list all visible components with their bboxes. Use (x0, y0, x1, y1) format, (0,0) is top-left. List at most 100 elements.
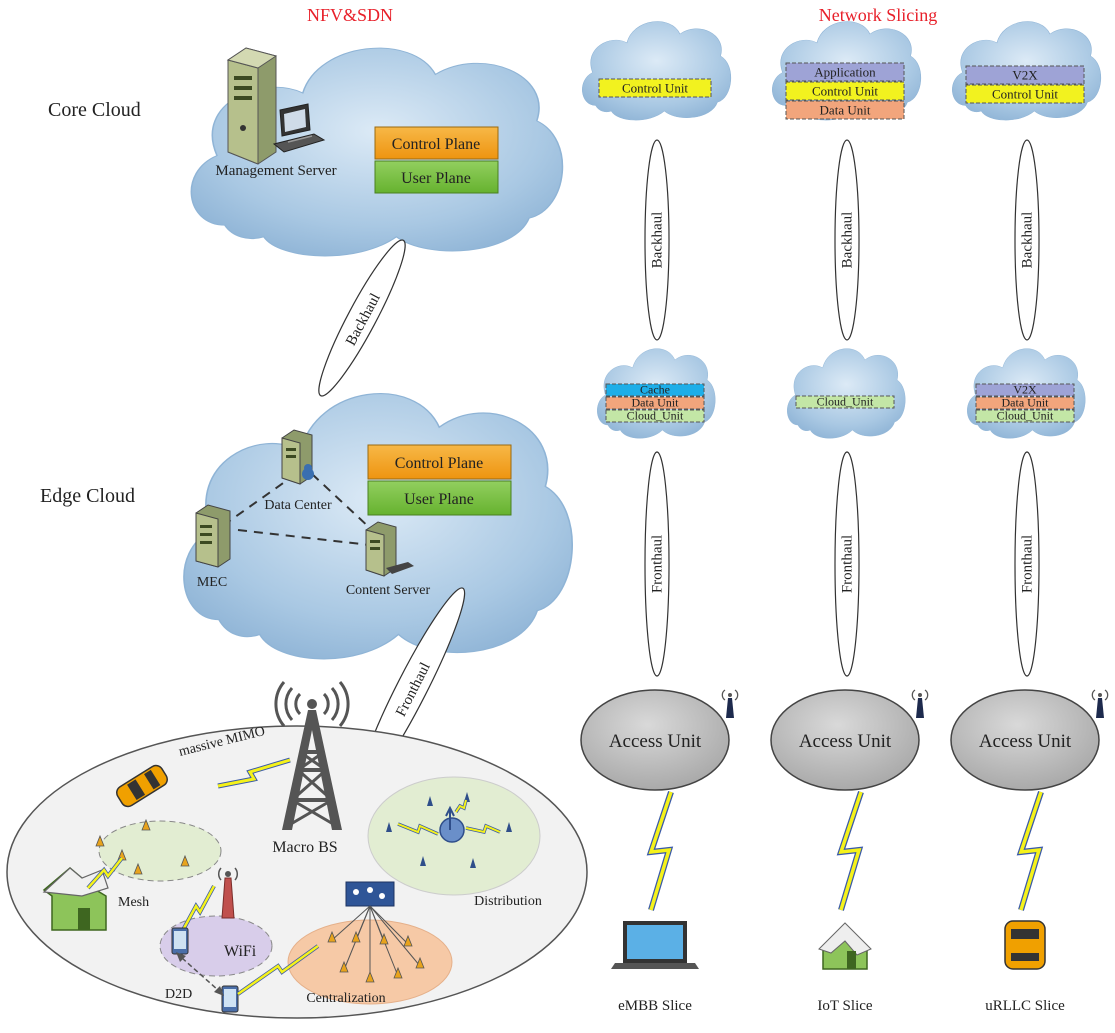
slice-1-access-unit-label: Access Unit (799, 731, 892, 752)
slice-1-access-antenna-icon (911, 689, 929, 718)
slice-0-top-unit-label-0: Control Unit (622, 81, 688, 96)
slice-0-edge-unit-box-2 (605, 409, 705, 423)
slice-1-house-icon-roof (818, 922, 872, 956)
slice-0-lightning-icon-fill (648, 791, 673, 911)
slice-1-access-antenna-icon-waves (911, 689, 929, 701)
content-server-icon (365, 521, 414, 577)
distribution-hub-icon (439, 805, 465, 843)
phone-icon-upper (171, 927, 189, 955)
slice-0-top-unit-box-0 (598, 78, 712, 98)
distribution-antennas (386, 792, 512, 868)
slice-1-top-unit-label-2: Data Unit (820, 103, 871, 118)
slice-2-top-unit-label-1: Control Unit (992, 87, 1058, 102)
slice-0-access-antenna-icon-mast (726, 698, 734, 718)
slice-2-car-icon-body (1004, 920, 1046, 970)
core-user-plane-label: User Plane (401, 170, 471, 187)
core-control-plane-box (374, 126, 499, 160)
slice-1-top-unit-box-1 (785, 81, 905, 101)
distribution-lightning-icons (397, 799, 501, 836)
slice-1-top-unit-label-0: Application (814, 65, 876, 80)
slice-2-fronthaul-link (1014, 451, 1040, 677)
slice-2-edge-unit-box-1 (975, 396, 1075, 410)
edge-control-plane-label: Control Plane (395, 455, 483, 472)
mesh-label: Mesh (118, 895, 149, 910)
slice-1-top-unit-box-0 (785, 62, 905, 82)
slice-2-edge-unit-box-0 (975, 383, 1075, 397)
core-cloud-label: Core Cloud (48, 99, 141, 121)
heading-network-slicing: Network Slicing (819, 5, 938, 25)
core-user-plane-box (374, 160, 499, 194)
car-icon (116, 764, 168, 808)
slice-0-top-cloud (582, 22, 730, 121)
phone-icon-lower (221, 985, 239, 1013)
slice-2-access-antenna-icon-waves (1091, 689, 1109, 701)
slice-1-edge-unit-box-0 (795, 395, 895, 409)
slice-2-car-icon-rear (1011, 953, 1039, 961)
mesh-zone (98, 820, 222, 882)
slice-0-edge-unit-label-2: Cloud_Unit (627, 408, 684, 422)
slice-2-edge-unit-label-0: V2X (1013, 382, 1037, 396)
slice-2-edge-unit-box-2 (975, 409, 1075, 423)
slice-0-fronthaul-link-label: Fronthaul (649, 535, 665, 593)
slice-1-access-antenna-icon-mast (916, 698, 924, 718)
slice-2-access-antenna-icon-mast (1096, 698, 1104, 718)
slice-2-access-unit (950, 689, 1100, 791)
slice-0-edge-unit-box-0 (605, 383, 705, 397)
slice-2-fronthaul-link-label: Fronthaul (1019, 535, 1035, 593)
slice-0-access-unit-label: Access Unit (609, 731, 702, 752)
slice-1-edge-unit-label-0: Cloud_Unit (817, 394, 874, 408)
data-center-icon (281, 429, 314, 485)
mec-label: MEC (197, 575, 227, 590)
slice-1-backhaul-link (834, 139, 860, 341)
slice-2-car-icon (1004, 920, 1046, 970)
slice-1-house-icon (818, 922, 872, 970)
slice-2-edge-unit-label-2: Cloud_Unit (997, 408, 1054, 422)
slice-2-access-antenna-icon (1091, 689, 1109, 718)
slice-2-access-unit-label: Access Unit (979, 731, 1072, 752)
slice-2-top-unit-box-0 (965, 65, 1085, 85)
slice-1-access-unit (770, 689, 920, 791)
slice-2-access-antenna-icon-tip (1098, 693, 1102, 697)
edge-cloud-label: Edge Cloud (40, 485, 135, 507)
edge-user-plane-label: User Plane (404, 491, 474, 508)
centralization-antennas (327, 930, 425, 983)
distribution-label: Distribution (474, 894, 542, 909)
slice-0-backhaul-link-label: Backhaul (649, 212, 665, 269)
slice-0-access-antenna-icon-waves (721, 689, 739, 701)
slice-0-backhaul-link (644, 139, 670, 341)
slice-0-edge-unit-box-1 (605, 396, 705, 410)
slice-2-car-icon-windshield (1011, 929, 1039, 939)
slice-0-access-antenna-icon-tip (728, 693, 732, 697)
wifi-router-icon (217, 867, 239, 919)
slice-0-edge-unit-label-0: Cache (640, 382, 670, 396)
mesh-antennas (95, 818, 190, 875)
edge-server-connections (227, 473, 373, 546)
core-control-plane-label: Control Plane (392, 136, 480, 153)
slice-2-top-unit-label-0: V2X (1012, 68, 1038, 83)
macro-bs-label: Macro BS (272, 839, 337, 856)
wifi-label: WiFi (224, 943, 257, 960)
slice-1-top-unit-box-2 (785, 100, 905, 120)
heading-nfv-sdn: NFV&SDN (307, 5, 393, 25)
centralization-label: Centralization (306, 991, 385, 1006)
slice-2-edge-unit-label-1: Data Unit (1002, 395, 1050, 409)
slice-1-fronthaul-link-label: Fronthaul (839, 535, 855, 593)
slice-2-top-unit-box-1 (965, 84, 1085, 104)
d2d-label: D2D (165, 987, 192, 1002)
slice-0-laptop-icon (611, 921, 699, 969)
slice-0-access-unit (580, 689, 730, 791)
slice-2-backhaul-link (1014, 139, 1040, 341)
slice-2-lightning-icon-fill (1018, 791, 1043, 911)
slice-1-access-antenna-icon-tip (918, 693, 922, 697)
backhaul-link-left (318, 239, 406, 397)
slice-0-access-antenna-icon (721, 689, 739, 718)
d2d-link-arrow (176, 952, 224, 996)
data-center-label: Data Center (264, 498, 332, 513)
central-unit-icon (345, 881, 395, 907)
management-server-icon (226, 47, 326, 165)
content-server-label: Content Server (346, 583, 431, 598)
house-icon (42, 867, 109, 931)
slice-1-top-unit-label-1: Control Unit (812, 84, 878, 99)
